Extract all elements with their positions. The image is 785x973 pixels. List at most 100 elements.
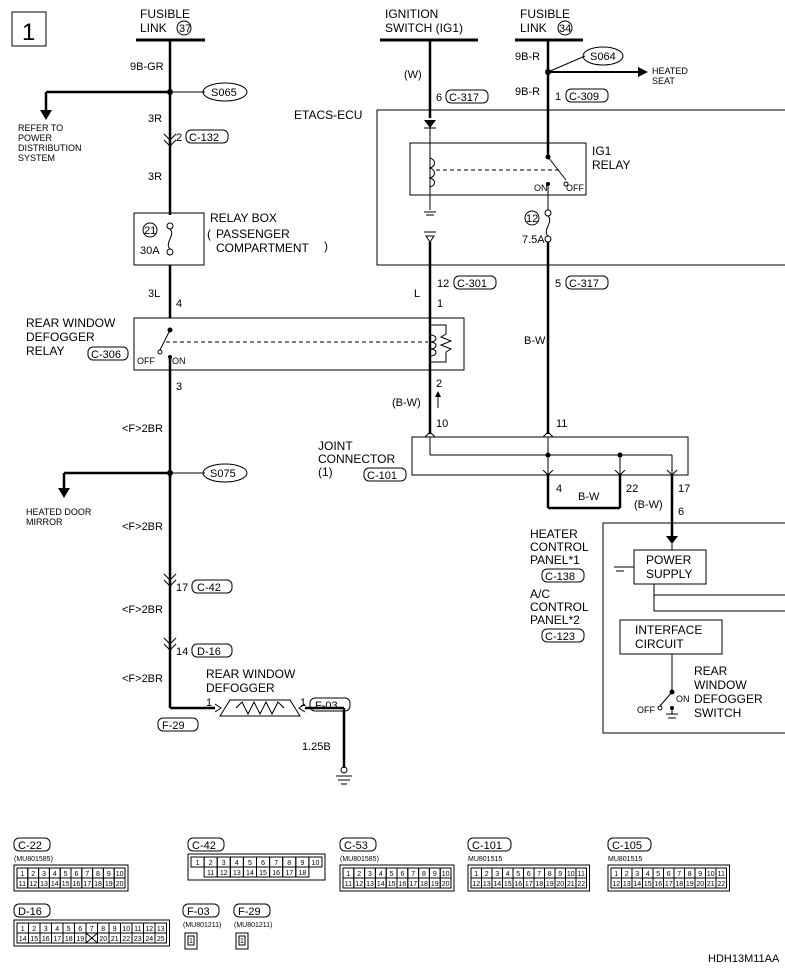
legend-part-number: (MU801585) [340,856,379,863]
legend-pin: 19 [431,881,439,888]
connector-tag [363,467,407,482]
fuse-icon [167,228,173,250]
legend-pin: 5 [248,860,252,867]
switch-on-label: ON [676,694,690,704]
legend-pin: 5 [390,871,394,878]
legend-part-number: (MU801211) [234,922,272,929]
pin-number: 5 [555,278,561,290]
pin-number: 14 [176,646,188,658]
legend-terminal-cell [238,935,246,946]
ac-panel-label: PANEL*2 [530,613,580,627]
joint-connector-label: (1) [318,465,333,479]
legend-pin: 1 [474,871,478,878]
connector-label: C-301 [457,278,487,290]
relay-box: 21 30A RELAY BOX ( PASSENGER COMPARTMENT… [133,211,328,266]
legend-pin: 10 [707,871,715,878]
defogger-switch-label: REAR [694,664,728,678]
splice-label: S065 [211,87,237,99]
fuse-terminal [544,235,552,243]
legend-pin: 2 [209,860,213,867]
legend-part-number: (MU801585) [14,856,53,863]
pin-number: 6 [678,506,684,518]
legend-pin-cell [113,877,126,889]
connector-tag [339,837,377,852]
defogger-grid-icon [219,699,301,717]
connector-tag [87,346,129,361]
pin-number: 1 [555,91,561,103]
relay-off-terminal [157,349,163,355]
connector-tag [565,275,609,290]
legend-pin: 15 [504,881,512,888]
etacs-ecu-frame [376,109,785,266]
legend-pin: 8 [101,926,105,933]
legend-pin: 1 [189,938,193,945]
relay-label: REAR WINDOW [26,316,116,330]
legend-pin: 12 [355,881,363,888]
connector-tag [13,903,51,918]
legend-connector-name: C-42 [192,840,216,852]
legend-pin: 6 [74,871,78,878]
wire-label: 1.25B [302,741,331,753]
legend-pin: 7 [85,871,89,878]
legend-pin: 17 [83,881,91,888]
legend-pin: 15 [259,870,267,877]
switch-off-label: OFF [637,705,655,715]
legend-pin: 12 [220,870,228,877]
legend-pin: 7 [274,860,278,867]
legend-pin: 13 [483,881,491,888]
legend-pin: 2 [32,926,36,933]
legend-pin: 15 [30,936,38,943]
legend-pin: 4 [235,860,239,867]
connector-tag [445,89,489,104]
legend-pin: 7 [537,871,541,878]
etacs-label: ETACS-ECU [294,108,362,122]
wire-label: <F>2BR [122,423,163,435]
connector-tag [182,903,220,918]
wire-label: 9B-GR [130,61,164,73]
mirror-label: HEATED DOOR [26,507,92,517]
legend-pin: 10 [567,871,575,878]
control-panel-frame [602,522,785,734]
legend-part-number: MU801515 [608,856,642,863]
connector-symbol [163,573,177,587]
legend-pin: 17 [409,881,417,888]
relay-box-label: COMPARTMENT [216,241,310,255]
legend-pin: 22 [122,936,130,943]
relay-on-label: ON [172,356,186,366]
fuse-terminal [166,222,174,230]
legend-pin: 14 [246,870,254,877]
legend-pin-cell [308,856,323,868]
legend-pin: 15 [388,881,396,888]
legend-pin: 13 [366,881,374,888]
fuse-number: 21 [144,225,156,237]
fusible-link-34-number: 34 [559,23,571,35]
legend-pin: 19 [686,881,694,888]
legend-pin: 19 [546,881,554,888]
splice-s065 [202,82,248,102]
power-supply-label: POWER [646,553,692,567]
legend-pin: 24 [145,936,153,943]
connector-label: C-123 [545,631,575,643]
connector-tag [565,88,609,103]
relay-coil-icon [429,325,437,362]
svg-text:(: ( [207,227,211,241]
wire-label: 3R [148,171,162,183]
legend-pin: 14 [633,881,641,888]
legend-connector-name: F-29 [238,906,261,918]
legend-pin: 22 [717,881,725,888]
legend-pin: 12 [29,881,37,888]
resistor-icon [430,324,453,363]
legend-housing [467,864,590,892]
connector-label: D-16 [197,646,221,658]
ground-icon [666,713,678,719]
splice-s064 [582,46,624,66]
legend-pin: 13 [40,881,48,888]
pin-number: 1 [437,298,443,310]
legend-pin: 11 [19,881,26,888]
terminal-icon [214,703,222,713]
connector-tag [541,568,585,583]
terminal-icon [298,703,306,713]
wire-label: 3L [148,288,160,300]
legend-pin: 11 [207,870,214,877]
legend-pin: 1 [20,871,24,878]
